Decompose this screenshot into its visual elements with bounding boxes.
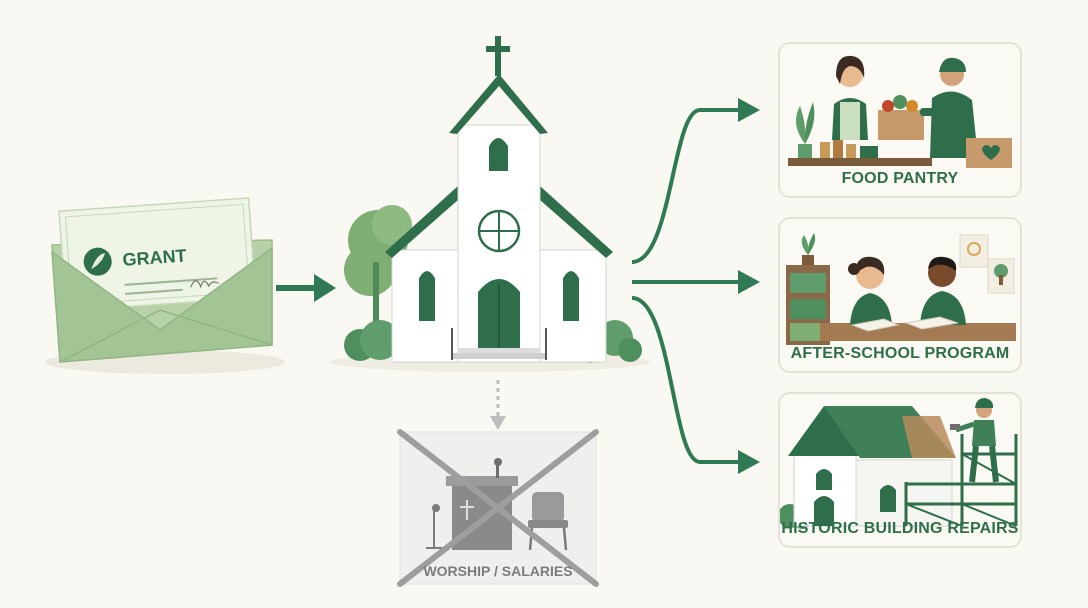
flow-arrow-grant-to-church <box>276 274 336 302</box>
flow-arrows-to-uses <box>631 98 760 474</box>
flow-arrow-to-food-pantry <box>631 108 742 264</box>
excluded-use-label: WORSHIP / SALARIES <box>423 563 573 579</box>
church-icon <box>330 36 650 372</box>
use-card-food-pantry: FOOD PANTRY <box>778 42 1022 198</box>
building-repair-illustration <box>780 398 1018 529</box>
use-card-after-school: AFTER-SCHOOL PROGRAM <box>778 217 1022 373</box>
use-card-building-repairs: HISTORIC BUILDING REPAIRS <box>778 392 1022 548</box>
flow-arrow-to-excluded <box>490 380 506 430</box>
food-pantry-illustration <box>788 55 1012 168</box>
use-label-after-school: AFTER-SCHOOL PROGRAM <box>790 345 1010 362</box>
pulpit-crossed-out-icon <box>397 429 599 587</box>
flow-arrow-to-building-repairs <box>631 296 742 464</box>
grant-letter: GRANT <box>58 197 257 312</box>
grant-title: GRANT <box>122 245 187 269</box>
use-label-building-repairs: HISTORIC BUILDING REPAIRS <box>781 520 1019 537</box>
grant-envelope-icon: GRANT <box>45 197 285 374</box>
use-label-food-pantry: FOOD PANTRY <box>841 170 959 187</box>
after-school-illustration <box>786 233 1016 345</box>
